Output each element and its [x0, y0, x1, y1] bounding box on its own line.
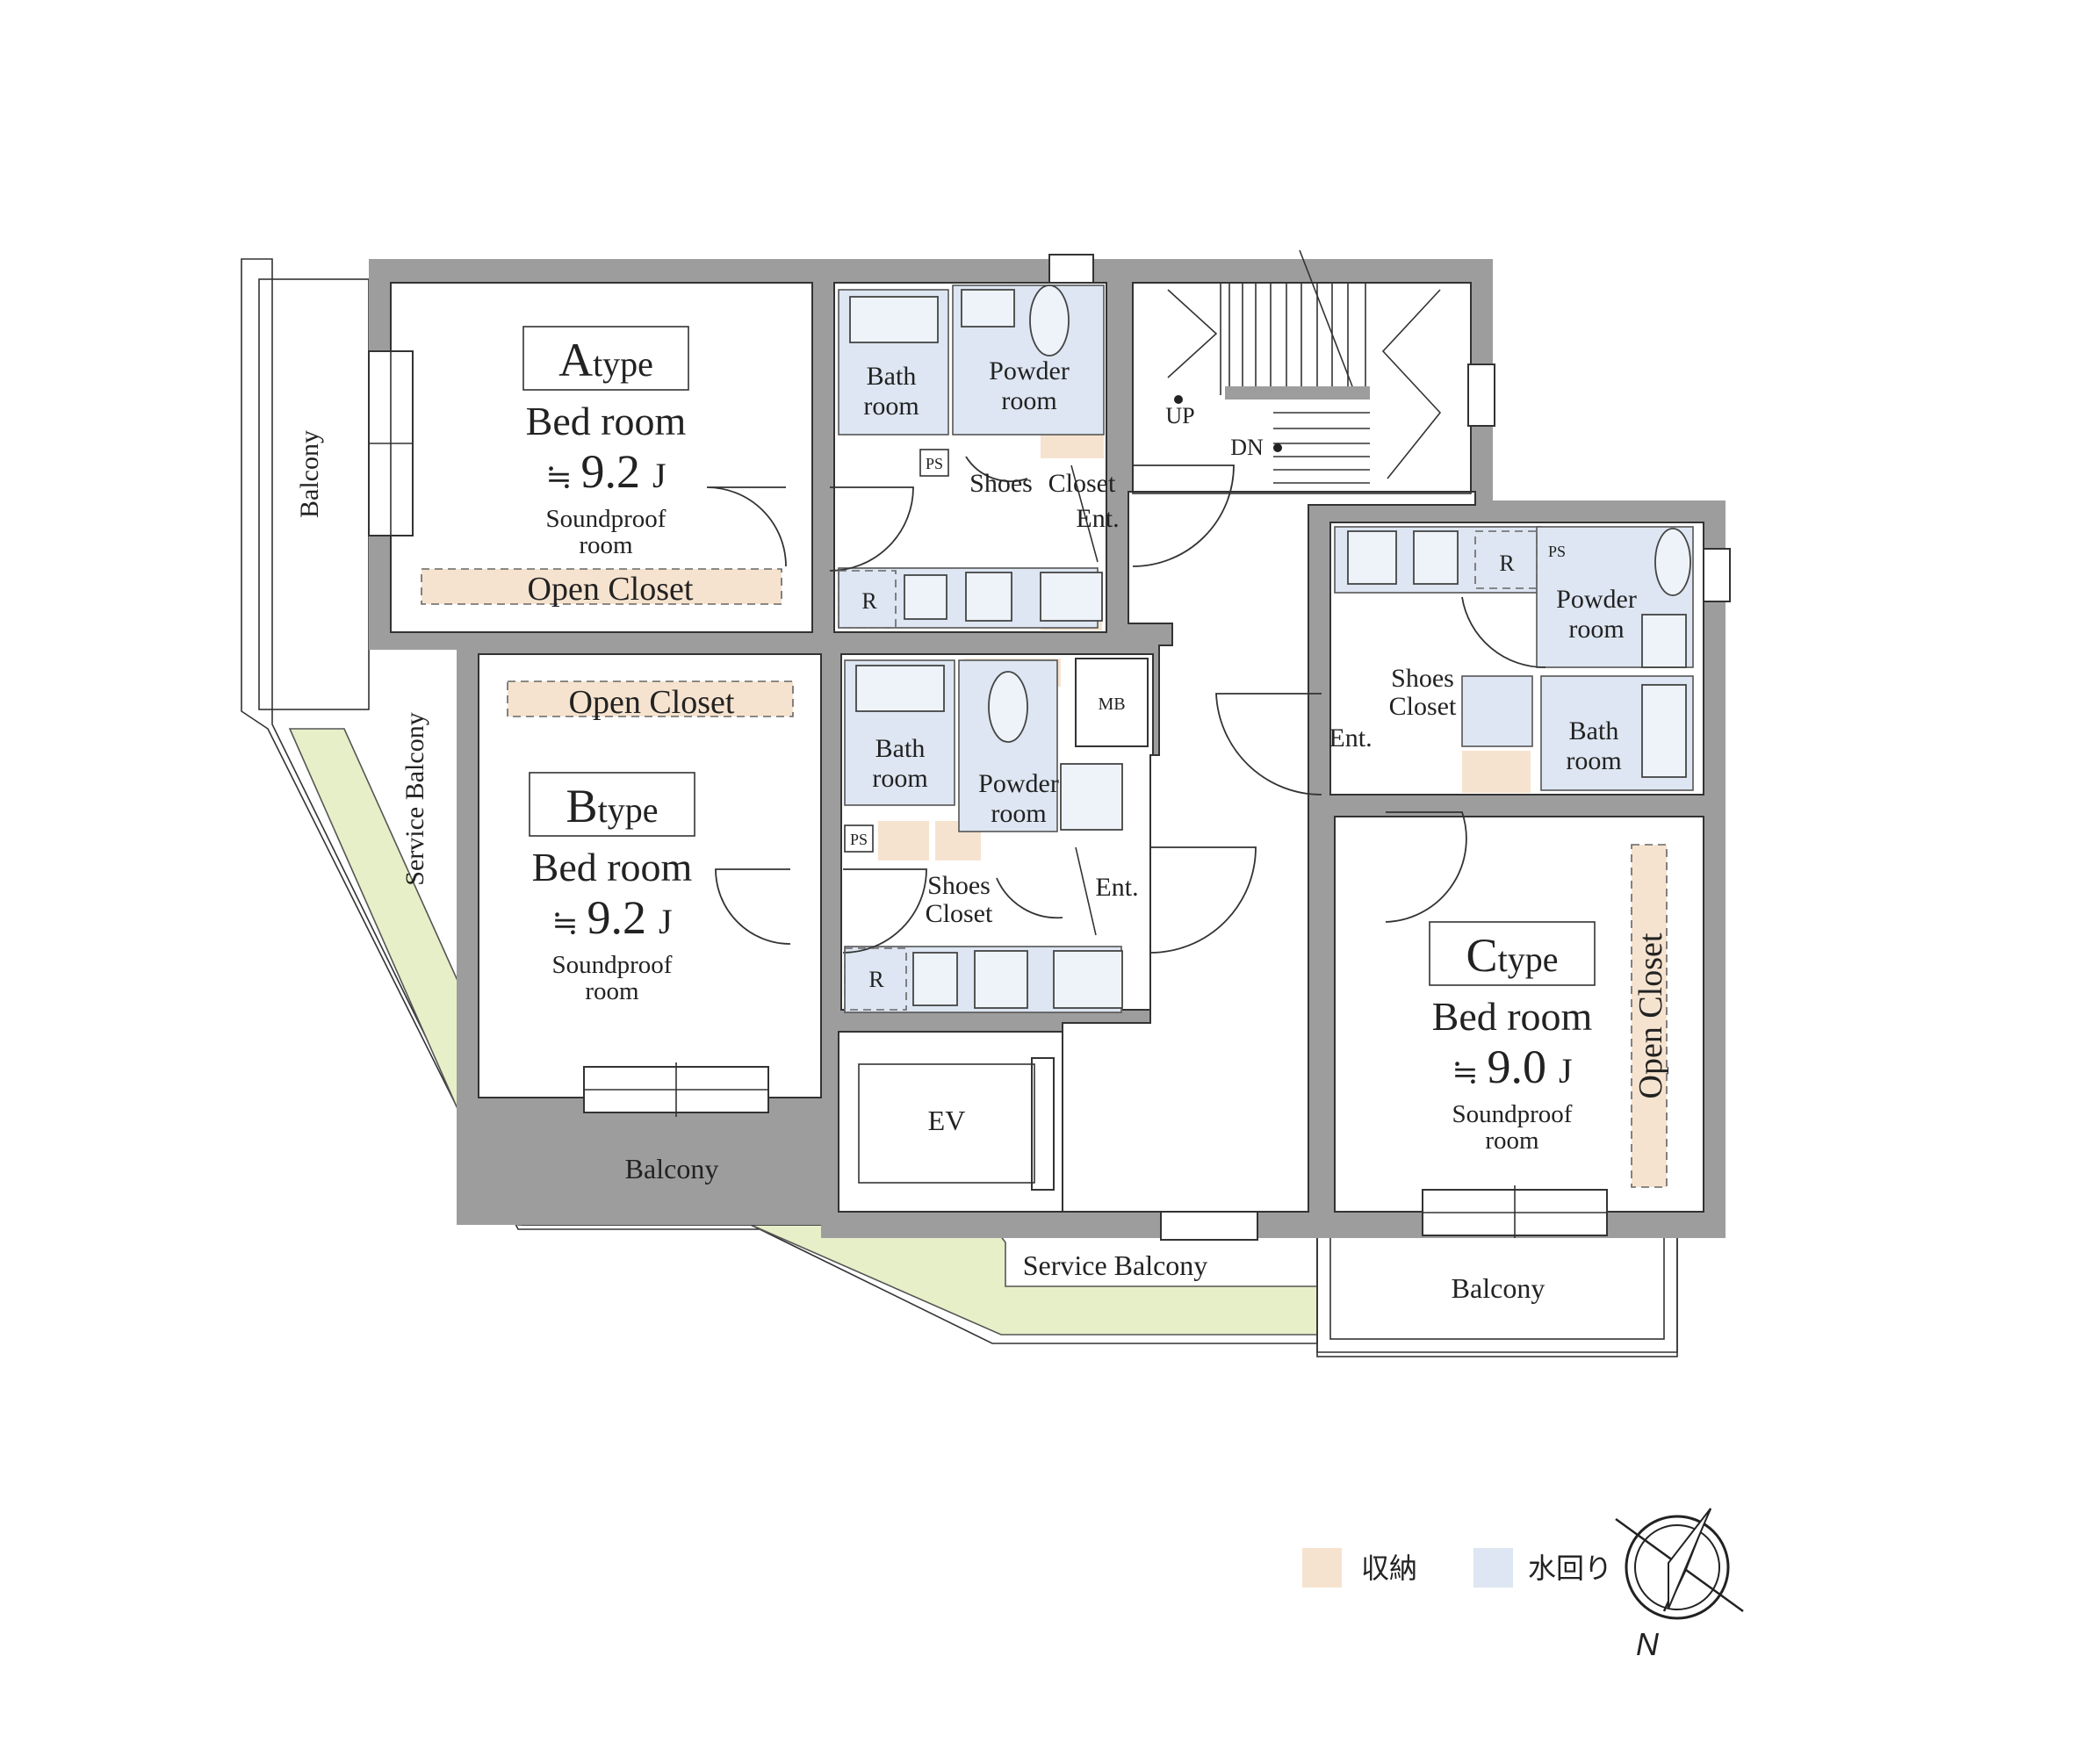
- unit-b-soundproof-line1: Soundproof: [552, 951, 673, 979]
- legend: 収納 水回り: [1302, 1548, 1612, 1588]
- unit-a-bedroom-label: Bed room: [526, 399, 687, 443]
- legend-water-label: 水回り: [1528, 1552, 1612, 1584]
- unit-b-ent: Ent.: [1095, 873, 1138, 902]
- unit-b-powder-line2: room: [991, 799, 1046, 828]
- legend-storage-label: 収納: [1361, 1552, 1417, 1584]
- unit-b-ps: PS: [850, 831, 868, 848]
- unit-b-powder-line1: Powder: [978, 769, 1059, 798]
- unit-b-closet-small: Closet: [926, 899, 993, 928]
- unit-b-fridge: R: [868, 967, 884, 992]
- unit-b-type-label: Btype: [566, 780, 659, 832]
- unit-b-soundproof-line2: room: [585, 977, 639, 1005]
- unit-c-ps: PS: [1548, 543, 1566, 560]
- unit-c-type-box: [1429, 921, 1596, 986]
- unit-a-shoes: Shoes: [969, 469, 1033, 498]
- unit-b-bath-line2: room: [872, 764, 927, 793]
- windows: [368, 254, 1731, 1241]
- common-areas: MB EV UP DN: [858, 403, 1264, 1184]
- unit-a-bath-line1: Bath: [867, 362, 917, 391]
- unit-b-type-box: [529, 772, 695, 837]
- stair-up-label: UP: [1165, 403, 1194, 428]
- unit-a-type-label: Atype: [558, 334, 653, 386]
- unit-b-bath-line1: Bath: [875, 734, 926, 763]
- unit-a-soundproof-line2: room: [579, 531, 633, 559]
- balcony-b-label: Balcony: [625, 1153, 719, 1184]
- legend-water-swatch: [1473, 1548, 1513, 1588]
- ev-label: EV: [928, 1105, 966, 1136]
- legend-storage-swatch: [1302, 1548, 1342, 1588]
- stair-down-label: DN: [1230, 435, 1264, 460]
- unit-a-fridge: R: [861, 588, 877, 614]
- unit-b-closet-label: Open Closet: [569, 684, 735, 721]
- doors: [706, 456, 1546, 954]
- unit-c-ent: Ent.: [1329, 724, 1372, 752]
- mb-label: MB: [1098, 695, 1125, 714]
- north-label: N: [1636, 1626, 1660, 1662]
- unit-c-closet-label: Open Closet: [1632, 932, 1669, 1098]
- unit-a-ent: Ent.: [1076, 504, 1119, 533]
- unit-c-type-label: Ctype: [1466, 929, 1559, 982]
- service-balcony-south-label: Service Balcony: [1023, 1249, 1208, 1281]
- balcony-labels: Balcony Service Balcony Balcony Service …: [295, 430, 1545, 1304]
- unit-b-bedroom-label: Bed room: [532, 845, 693, 889]
- unit-c-shoes: Shoes: [1391, 664, 1454, 693]
- unit-a-powder-line1: Powder: [989, 356, 1070, 385]
- unit-a-ps: PS: [926, 455, 943, 472]
- unit-a-powder-line2: room: [1001, 386, 1056, 415]
- balcony-a-label: Balcony: [295, 430, 324, 518]
- balcony-c-label: Balcony: [1452, 1272, 1545, 1304]
- service-balcony-west-label: Service Balcony: [400, 712, 429, 885]
- unit-c-bedroom-label: Bed room: [1432, 994, 1593, 1039]
- unit-a-closet-label: Open Closet: [528, 571, 694, 608]
- unit-c-powder-line2: room: [1568, 615, 1624, 644]
- unit-c-soundproof-line1: Soundproof: [1452, 1100, 1573, 1128]
- unit-c-soundproof-line2: room: [1485, 1127, 1539, 1155]
- compass-icon: N: [1615, 1508, 1744, 1662]
- unit-c-bath-line2: room: [1566, 746, 1621, 775]
- unit-a-soundproof-line1: Soundproof: [546, 505, 666, 533]
- unit-a-closet-small: Closet: [1048, 469, 1116, 498]
- unit-a-type-box: [522, 326, 689, 391]
- unit-c-fridge: R: [1499, 551, 1515, 576]
- unit-a-bath-line2: room: [863, 392, 919, 421]
- unit-c-closet-small: Closet: [1389, 692, 1457, 721]
- unit-c-powder-line1: Powder: [1556, 585, 1637, 614]
- unit-b-shoes: Shoes: [927, 871, 991, 900]
- unit-c-bath-line1: Bath: [1569, 716, 1619, 745]
- water-areas: [838, 284, 1694, 1013]
